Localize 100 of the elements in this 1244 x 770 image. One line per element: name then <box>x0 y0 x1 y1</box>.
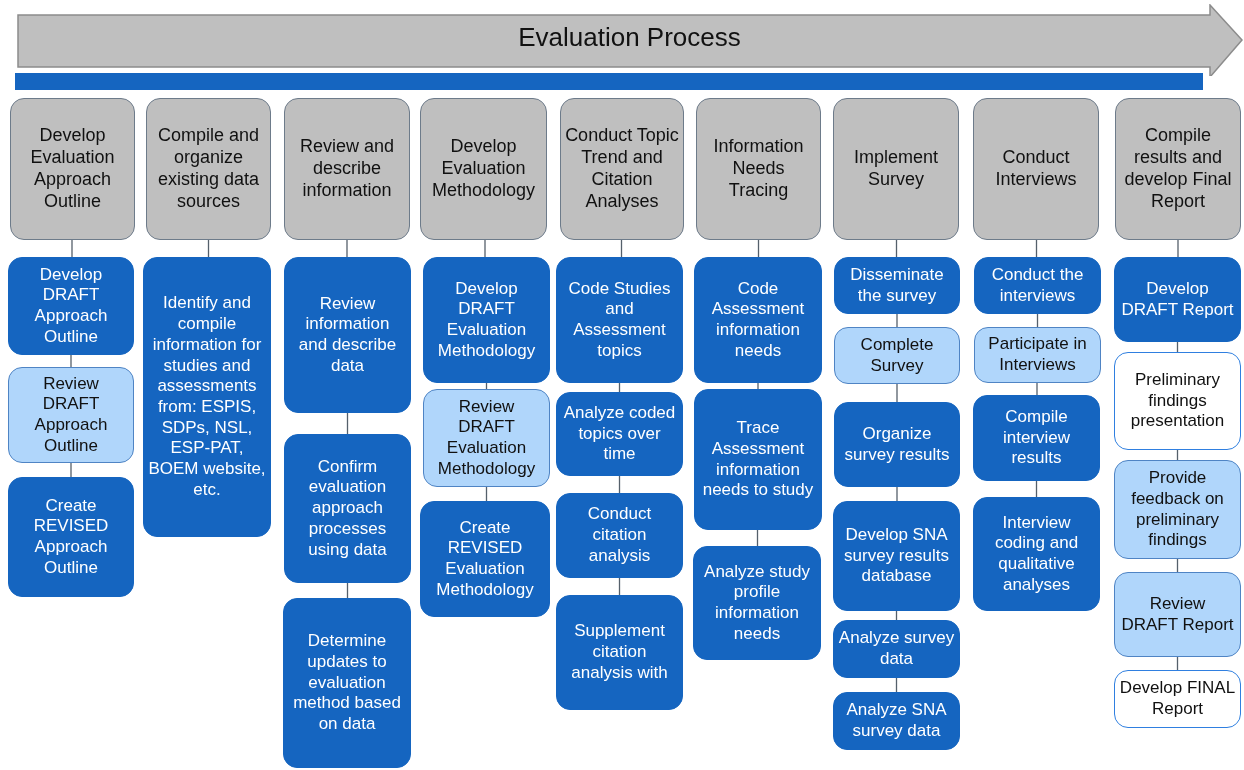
connector-line <box>346 412 349 435</box>
process-box <box>143 257 271 537</box>
step-label: Determine updates to evaluation method based on data <box>292 631 402 735</box>
step-label: Analyze SNA survey data <box>845 700 948 742</box>
milestone-box <box>1114 670 1241 728</box>
step-label: Preliminary findings presentation <box>1129 369 1226 433</box>
phase-header-box <box>146 98 271 240</box>
review-step-box <box>1114 460 1241 559</box>
connector-line <box>1177 239 1179 258</box>
review-step-box <box>834 327 960 384</box>
timeline-bar <box>15 73 1203 90</box>
step-label: Analyze study profile information needs <box>703 561 811 645</box>
step-label: Interview coding and qualitative analyses <box>993 512 1080 596</box>
process-box <box>833 501 960 611</box>
phase-title: Compile results and develop Final Report <box>1123 125 1233 213</box>
phase-title: Develop Evaluation Methodology <box>430 136 537 202</box>
process-box <box>693 546 821 660</box>
connector-line <box>618 475 621 494</box>
process-box <box>8 257 134 355</box>
step-label: Organize survey results <box>843 423 951 466</box>
process-box <box>1114 257 1241 342</box>
connector-line <box>1176 558 1179 573</box>
process-box <box>284 257 411 413</box>
process-box <box>834 257 960 314</box>
process-box <box>556 595 683 710</box>
connector-line <box>1176 341 1179 353</box>
step-label: Review DRAFT Approach Outline <box>33 373 109 457</box>
phase-title: Conduct Interviews <box>994 147 1078 191</box>
process-box <box>833 692 960 750</box>
process-box <box>556 493 683 578</box>
step-label: Develop DRAFT Evaluation Methodology <box>436 278 537 362</box>
step-label: Create REVISED Approach Outline <box>32 495 110 579</box>
review-step-box <box>974 327 1101 383</box>
connector-line <box>756 529 759 547</box>
phase-header-box <box>560 98 684 240</box>
phase-title: Develop Evaluation Approach Outline <box>29 125 116 213</box>
step-label: Develop DRAFT Report <box>1120 278 1235 321</box>
process-box <box>283 598 411 768</box>
process-box <box>973 497 1100 611</box>
step-label: Supplement citation analysis with <box>570 621 669 684</box>
milestone-box <box>1114 352 1241 450</box>
phase-header-box <box>420 98 547 240</box>
phase-title: Compile and organize existing data sources <box>156 125 261 213</box>
process-box <box>556 392 683 476</box>
connector-line <box>896 383 898 403</box>
connector-line <box>895 610 898 621</box>
step-label: Create REVISED Evaluation Methodology <box>435 517 535 601</box>
step-label: Analyze survey data <box>838 628 955 670</box>
step-label: Develop DRAFT Approach Outline <box>33 264 109 348</box>
step-label: Review information and describe data <box>297 293 398 377</box>
step-label: Conduct citation analysis <box>586 504 653 567</box>
connector-line <box>1035 239 1038 258</box>
connector-line <box>484 239 486 258</box>
connector-line <box>618 382 621 393</box>
phase-header-box <box>696 98 821 240</box>
phase-title: Information Needs Tracing <box>712 136 805 202</box>
connector-line <box>895 677 898 693</box>
process-arrow-banner <box>15 4 1244 76</box>
connector-line <box>895 239 898 258</box>
connector-line <box>1035 480 1038 498</box>
phase-header-box <box>284 98 410 240</box>
connector-line <box>896 486 898 502</box>
process-box <box>420 501 550 617</box>
step-label: Conduct the interviews <box>990 264 1085 307</box>
phase-title: Review and describe information <box>298 136 396 202</box>
connector-line <box>1036 382 1038 396</box>
phase-header-box <box>10 98 135 240</box>
connector-line <box>346 239 348 258</box>
connector-line <box>620 239 623 258</box>
connector-line <box>1036 313 1039 328</box>
connector-line <box>757 239 760 258</box>
banner-title: Evaluation Process <box>518 22 741 54</box>
connector-line <box>1176 656 1179 671</box>
review-step-box <box>423 389 550 487</box>
process-box <box>834 402 960 487</box>
step-label: Code Studies and Assessment topics <box>567 278 672 362</box>
connector-line <box>346 582 349 599</box>
step-label: Review DRAFT Report <box>1120 593 1235 636</box>
review-step-box <box>1114 572 1241 657</box>
step-label: Participate in Interviews <box>987 334 1088 376</box>
connector-line <box>485 382 488 390</box>
connector-line <box>1176 449 1179 461</box>
process-box <box>974 257 1101 314</box>
phase-header-box <box>973 98 1099 240</box>
process-box <box>694 257 822 383</box>
process-box <box>556 257 683 383</box>
step-label: Compile interview results <box>1001 406 1072 470</box>
connector-line <box>70 354 72 368</box>
process-box <box>694 389 822 530</box>
step-label: Develop SNA survey results database <box>843 524 950 588</box>
process-box <box>8 477 134 597</box>
phase-header-box <box>833 98 959 240</box>
step-label: Code Assessment information needs <box>710 278 806 362</box>
process-box <box>423 257 550 383</box>
step-label: Analyze coded topics over time <box>562 402 677 466</box>
step-label: Confirm evaluation approach processes using data <box>307 456 388 561</box>
connector-line <box>896 313 898 328</box>
connector-line <box>757 382 759 390</box>
connector-line <box>70 462 72 478</box>
step-label: Complete Survey <box>859 334 935 377</box>
